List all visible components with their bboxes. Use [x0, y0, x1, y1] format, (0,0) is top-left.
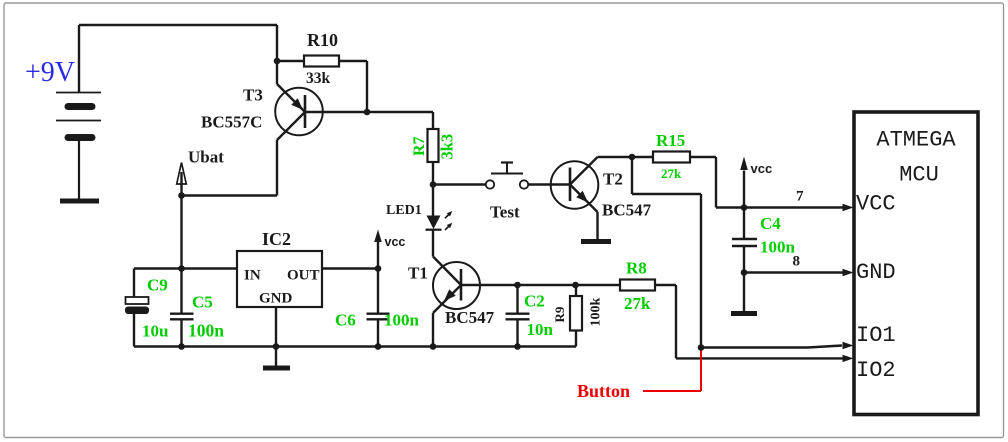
svg-text:10u: 10u	[142, 322, 168, 341]
svg-text:C5: C5	[192, 293, 213, 312]
svg-text:100n: 100n	[384, 311, 420, 330]
svg-text:C9: C9	[147, 276, 168, 295]
svg-text:T3: T3	[243, 86, 263, 105]
svg-text:vcc: vcc	[751, 161, 773, 176]
svg-text:IO2: IO2	[856, 358, 896, 383]
svg-text:C4: C4	[760, 214, 781, 233]
svg-text:R15: R15	[656, 131, 685, 150]
svg-text:R9: R9	[552, 306, 567, 322]
svg-text:Ubat: Ubat	[188, 148, 224, 167]
svg-text:100n: 100n	[188, 321, 224, 341]
svg-text:7: 7	[796, 189, 804, 205]
svg-text:GND: GND	[259, 291, 293, 307]
svg-text:OUT: OUT	[287, 268, 320, 284]
svg-text:IN: IN	[244, 268, 261, 284]
svg-text:T1: T1	[408, 264, 428, 283]
svg-text:Button: Button	[577, 381, 630, 401]
svg-text:10n: 10n	[527, 320, 554, 339]
svg-text:VCC: VCC	[856, 192, 896, 217]
svg-text:vcc: vcc	[385, 235, 406, 249]
svg-text:T2: T2	[603, 170, 623, 189]
svg-text:R7: R7	[411, 136, 428, 156]
svg-text:BC557C: BC557C	[201, 113, 262, 132]
svg-text:27k: 27k	[661, 166, 682, 181]
svg-text:Test: Test	[490, 203, 520, 222]
svg-text:IO1: IO1	[856, 323, 896, 348]
svg-text:33k: 33k	[306, 70, 331, 87]
svg-text:8: 8	[793, 254, 801, 270]
svg-text:ATMEGA: ATMEGA	[876, 128, 956, 153]
svg-text:MCU: MCU	[899, 163, 939, 188]
svg-text:C2: C2	[524, 292, 545, 311]
svg-text:R8: R8	[626, 259, 647, 278]
svg-text:3k3: 3k3	[438, 134, 457, 160]
svg-text:100k: 100k	[589, 298, 604, 327]
svg-text:100n: 100n	[760, 238, 796, 257]
svg-text:BC547: BC547	[445, 308, 495, 327]
svg-text:BC547: BC547	[602, 201, 652, 220]
svg-text:R10: R10	[307, 30, 338, 50]
svg-text:C6: C6	[335, 311, 356, 330]
svg-text:GND: GND	[856, 260, 896, 285]
svg-text:+9V: +9V	[25, 57, 75, 88]
svg-text:27k: 27k	[624, 294, 651, 313]
svg-text:LED1: LED1	[386, 203, 422, 218]
svg-text:IC2: IC2	[262, 229, 291, 249]
